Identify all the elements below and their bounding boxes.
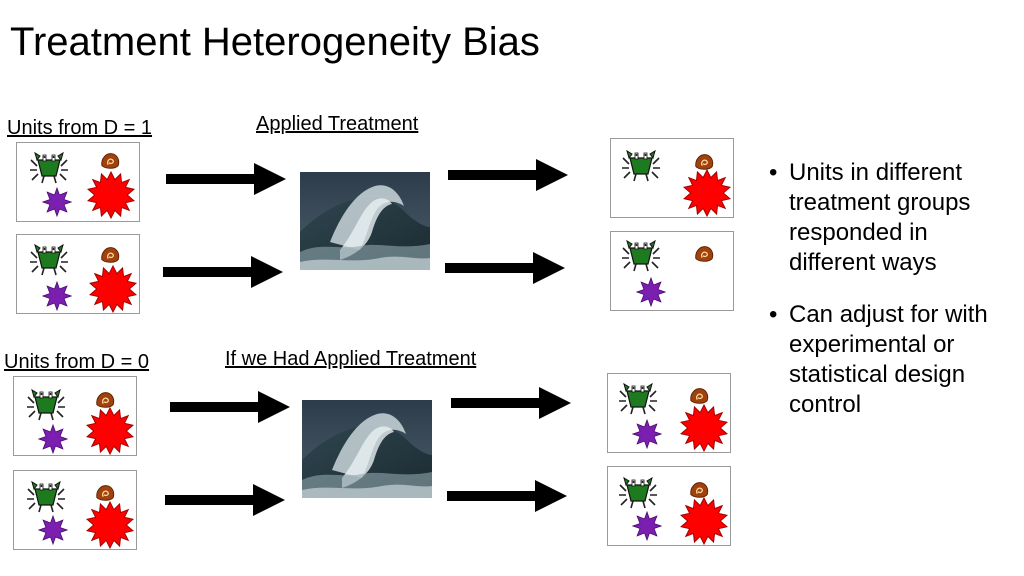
slide-title: Treatment Heterogeneity Bias	[10, 20, 540, 64]
purple-urchin-icon	[38, 515, 68, 545]
unit-box-d1-input-2	[16, 234, 140, 314]
arrow-right-icon	[163, 254, 283, 290]
crab-icon	[29, 150, 69, 186]
bullet-text: Units in different treatment groups resp…	[789, 159, 971, 276]
shell-icon	[99, 151, 121, 171]
bullet-item: • Units in different treatment groups re…	[769, 158, 1019, 278]
unit-box-d1-input-1	[16, 142, 140, 222]
ocean-wave-image	[302, 400, 432, 498]
purple-urchin-icon	[632, 511, 662, 541]
red-urchin-icon	[87, 171, 135, 219]
red-urchin-icon	[86, 501, 134, 549]
group-label-d1: Units from D = 1	[7, 117, 153, 139]
unit-box-d0-output-2	[607, 466, 731, 546]
bullet-item: • Can adjust for with experimental or st…	[769, 300, 1019, 420]
purple-urchin-icon	[38, 424, 68, 454]
purple-urchin-icon	[636, 277, 666, 307]
unit-box-d0-input-2	[13, 470, 137, 550]
arrow-right-icon	[170, 389, 290, 425]
shell-icon	[94, 483, 116, 503]
treatment-label-counterfactual: If we Had Applied Treatment	[225, 348, 477, 370]
ocean-wave-image	[300, 172, 430, 270]
crab-icon	[621, 238, 661, 274]
crab-icon	[29, 242, 69, 278]
arrow-right-icon	[165, 482, 285, 518]
arrow-right-icon	[451, 385, 571, 421]
red-urchin-icon	[86, 407, 134, 455]
bullet-marker: •	[769, 301, 778, 328]
red-urchin-icon	[680, 404, 728, 452]
shell-icon	[693, 244, 715, 264]
crab-icon	[621, 148, 661, 184]
purple-urchin-icon	[42, 187, 72, 217]
unit-box-d1-output-2	[610, 231, 734, 311]
bullet-text: Can adjust for with experimental or stat…	[789, 301, 988, 418]
bullet-list: • Units in different treatment groups re…	[769, 158, 1019, 442]
group-label-d0: Units from D = 0	[4, 351, 150, 373]
shell-icon	[688, 386, 710, 406]
unit-box-d1-output-1	[610, 138, 734, 218]
crab-icon	[618, 381, 658, 417]
purple-urchin-icon	[632, 419, 662, 449]
bullet-marker: •	[769, 159, 778, 186]
red-urchin-icon	[89, 265, 137, 313]
shell-icon	[99, 245, 121, 265]
arrow-right-icon	[448, 157, 568, 193]
crab-icon	[26, 479, 66, 515]
arrow-right-icon	[445, 250, 565, 286]
arrow-right-icon	[447, 478, 567, 514]
red-urchin-icon	[683, 169, 731, 217]
purple-urchin-icon	[42, 281, 72, 311]
arrow-right-icon	[166, 161, 286, 197]
crab-icon	[26, 387, 66, 423]
treatment-label-applied: Applied Treatment	[256, 113, 419, 135]
crab-icon	[618, 475, 658, 511]
red-urchin-icon	[680, 497, 728, 545]
unit-box-d0-input-1	[13, 376, 137, 456]
unit-box-d0-output-1	[607, 373, 731, 453]
